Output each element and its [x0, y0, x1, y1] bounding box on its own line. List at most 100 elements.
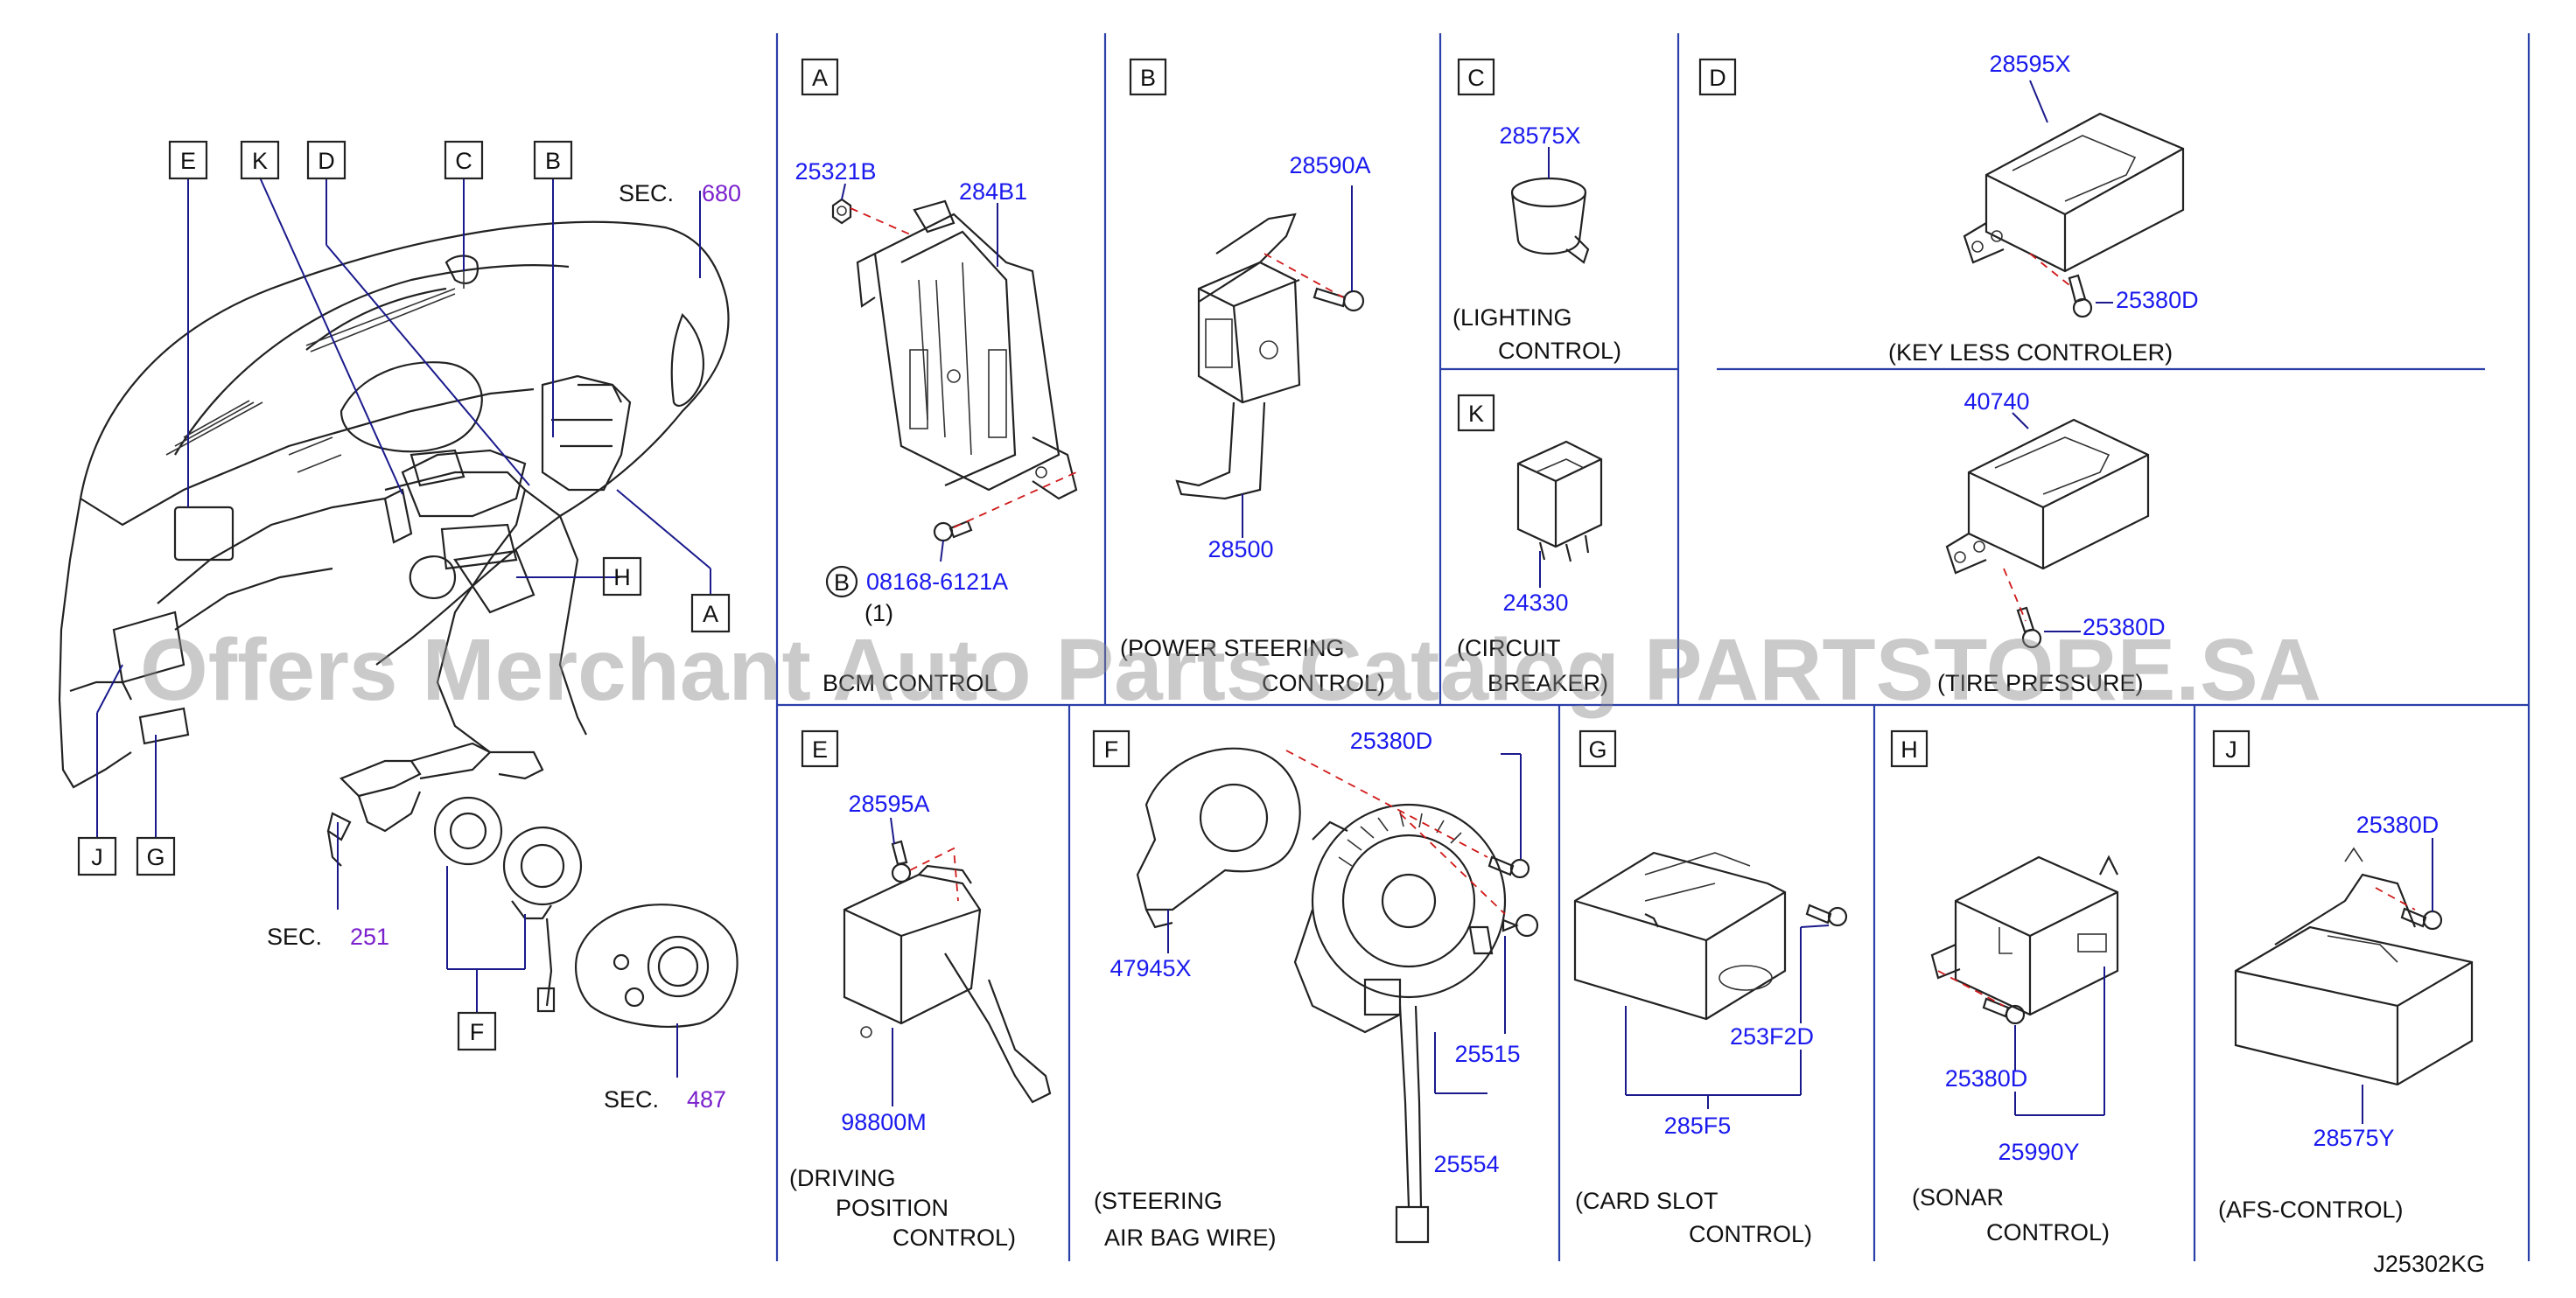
screw-25380D-icon	[2068, 274, 2093, 318]
panel-K: K 24330 (CIRCUIT BREAKER)	[1457, 394, 1608, 696]
part-number: 25380D	[1350, 728, 1433, 754]
panel-caption: (DRIVING	[789, 1165, 896, 1191]
callout-letter: G	[146, 844, 164, 870]
part-number: 25515	[1454, 1041, 1520, 1067]
panel-letter-box	[2212, 729, 2250, 768]
clip-25515-icon	[1502, 913, 1539, 938]
overview-leaders	[96, 177, 711, 1078]
panel-B: B 28590A 28500 (POWER STEERING CONTROL)	[1120, 58, 1385, 696]
sonar-unit-illustration	[1930, 855, 2119, 1016]
part-number: 28595A	[848, 791, 929, 817]
combination-switch-illustration	[326, 742, 544, 867]
clock-spring-illustration	[433, 796, 583, 1013]
panel-letter-box	[1890, 729, 1928, 768]
dashboard-overview-illustration	[58, 220, 730, 789]
lighting-sensor-illustration	[1510, 177, 1590, 264]
panel-caption: POSITION	[836, 1195, 948, 1221]
bolt-ref-circle	[825, 565, 858, 598]
bolt-ref-letter: B	[834, 569, 850, 596]
section-ref-251[interactable]: SEC. 251	[267, 924, 389, 950]
panel-letter-box	[801, 58, 839, 96]
panel-letter: A	[812, 65, 828, 91]
part-number: 285F5	[1664, 1113, 1732, 1139]
panel-caption: (LIGHTING	[1452, 304, 1572, 331]
callout-letter: D	[318, 148, 335, 174]
part-number: 08168-6121A	[866, 569, 1008, 595]
panel-caption: CONTROL)	[1262, 670, 1385, 696]
part-number: 28575X	[1499, 122, 1580, 149]
callout-letter: C	[455, 148, 472, 174]
callout-letter: A	[703, 601, 718, 627]
section-ref-487[interactable]: SEC. 487	[604, 1086, 726, 1113]
panel-letter: B	[1140, 65, 1156, 91]
clock-spring-cable-illustration	[1293, 803, 1507, 1244]
callout-letter: F	[470, 1019, 485, 1045]
panel-letter: H	[1900, 736, 1918, 763]
bcm-unit-illustration	[856, 199, 1078, 500]
section-prefix: SEC.	[604, 1086, 659, 1113]
panel-J: J 25380D 28575Y (AFS-CONTROL)	[2212, 729, 2474, 1223]
panel-C: C 28575X (LIGHTING CONTROL)	[1452, 58, 1621, 364]
panel-letter: D	[1709, 65, 1726, 91]
panel-letter: E	[812, 736, 828, 763]
watermark-text: Offers Merchant Auto Parts Catalog PARTS…	[140, 621, 2321, 719]
overview-callout-K[interactable]: K	[240, 140, 280, 180]
panel-caption: BREAKER)	[1488, 670, 1608, 696]
panel-caption: (STEERING	[1094, 1188, 1222, 1214]
part-number: 253F2D	[1730, 1023, 1814, 1050]
section-number: 251	[350, 924, 389, 950]
part-number: 25380D	[1945, 1065, 2028, 1092]
screw-25380D-icon	[1982, 997, 2026, 1025]
part-number: 25380D	[2116, 287, 2199, 313]
panel-letter: K	[1468, 401, 1484, 427]
panel-caption: CONTROL)	[1689, 1221, 1812, 1247]
overview-callout-E[interactable]: E	[168, 140, 208, 180]
panel-caption: (AFS-CONTROL)	[2218, 1197, 2404, 1223]
diagram-code: J25302KG	[2373, 1251, 2485, 1277]
panel-letter: G	[1588, 736, 1606, 763]
overview-callout-B[interactable]: B	[533, 140, 573, 180]
steering-angle-sensor-illustration	[1136, 747, 1301, 929]
overview-callout-D[interactable]: D	[306, 140, 346, 180]
section-number: 680	[702, 180, 741, 206]
panel-A: A 25321B 284B1 B 08168-612	[794, 58, 1078, 696]
card-slot-unit-illustration	[1573, 851, 1787, 1021]
panel-letter: F	[1104, 736, 1119, 763]
callout-letter: B	[545, 148, 561, 174]
power-steering-unit-illustration	[1175, 213, 1301, 500]
part-number: 284B1	[959, 178, 1027, 205]
quantity: (1)	[864, 600, 893, 626]
part-number: 98800M	[841, 1109, 927, 1135]
part-number: 25380D	[2356, 812, 2440, 838]
screw-253F2D-icon	[1805, 904, 1848, 927]
section-prefix: SEC.	[619, 180, 674, 206]
part-number: 28500	[1208, 536, 1273, 562]
panel-letter: J	[2225, 736, 2237, 763]
overview-callout-G[interactable]: G	[136, 836, 176, 876]
panel-caption: (CARD SLOT	[1575, 1188, 1718, 1214]
section-ref-680[interactable]: SEC. 680	[619, 180, 741, 206]
panel-letter-box	[1457, 58, 1495, 96]
overview-callout-A[interactable]: A	[690, 593, 731, 633]
afs-control-unit-illustration	[2234, 847, 2474, 1086]
section-prefix: SEC.	[267, 924, 322, 950]
panel-letter-box	[1698, 58, 1737, 96]
overview-callout-F[interactable]: F	[457, 1011, 497, 1051]
panel-G: G 253F2D 285F5 (CARD SLOT CONTROL)	[1573, 729, 1848, 1247]
panel-frames	[775, 33, 2530, 1261]
panel-F: F	[1092, 728, 1539, 1251]
part-number: 24330	[1502, 590, 1568, 616]
screw-28590A-icon	[1312, 287, 1365, 312]
part-number: 25380D	[2082, 614, 2166, 640]
panel-letter-box	[801, 729, 839, 768]
part-number: 28595X	[1989, 51, 2070, 77]
panel-D: D 28595X 25380D (KEY LESS CONTROLER)	[1698, 51, 2199, 696]
overview-callout-J[interactable]: J	[77, 836, 117, 876]
panel-caption: CONTROL)	[1498, 338, 1621, 364]
overview-callout-C[interactable]: C	[444, 140, 484, 180]
part-number: 47945X	[1110, 955, 1191, 981]
driving-position-unit-illustration	[843, 864, 1052, 1104]
panel-caption: (SONAR	[1912, 1184, 2004, 1211]
overview-callout-H[interactable]: H	[602, 556, 642, 597]
